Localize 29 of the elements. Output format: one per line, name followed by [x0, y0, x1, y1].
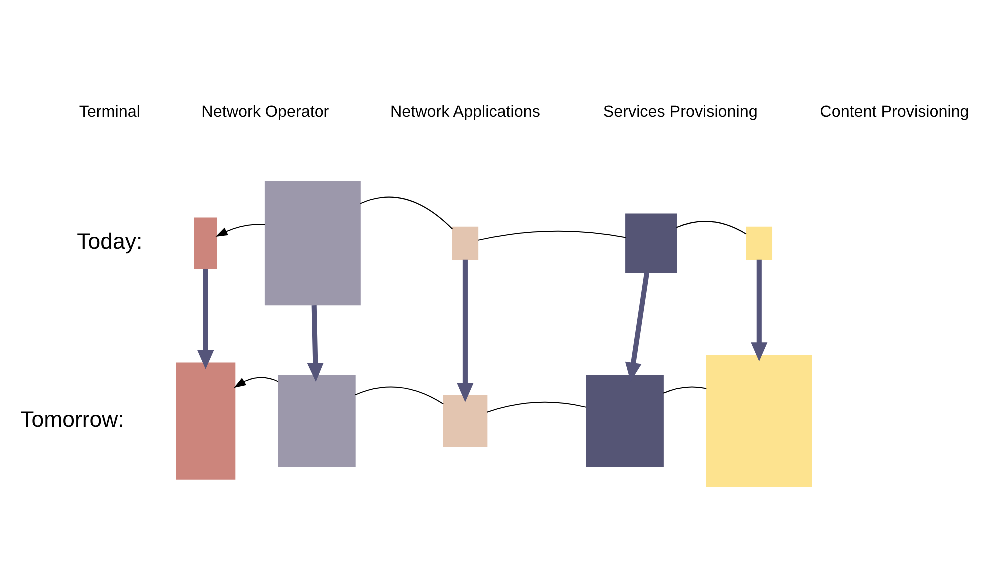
- label: Content Provisioning: [820, 103, 970, 122]
- label: Tomorrow:: [20, 406, 124, 432]
- arrow: [307, 305, 324, 382]
- connector: [478, 230, 626, 241]
- label: Network Applications: [390, 103, 540, 122]
- connector: [487, 402, 587, 413]
- node-box: [264, 181, 361, 306]
- connector: [355, 386, 444, 405]
- connector: [663, 386, 707, 394]
- label: Today:: [77, 229, 143, 254]
- connector: [360, 196, 454, 230]
- connector: [676, 221, 747, 235]
- node-box: [586, 375, 664, 468]
- node-box: [626, 214, 678, 274]
- node-box: [746, 226, 773, 260]
- label: Services Provisioning: [603, 103, 758, 122]
- node-box: [278, 375, 356, 468]
- label: Network Operator: [202, 103, 330, 122]
- arrow: [234, 377, 279, 388]
- node-box: [194, 218, 218, 270]
- arrow: [751, 260, 768, 362]
- node-box: [443, 396, 488, 448]
- node-box: [706, 355, 812, 488]
- arrow: [198, 268, 214, 370]
- arrow: [216, 224, 266, 238]
- node-box: [176, 362, 236, 480]
- node-box: [452, 226, 479, 260]
- label: Terminal: [79, 103, 140, 122]
- arrow: [457, 260, 474, 402]
